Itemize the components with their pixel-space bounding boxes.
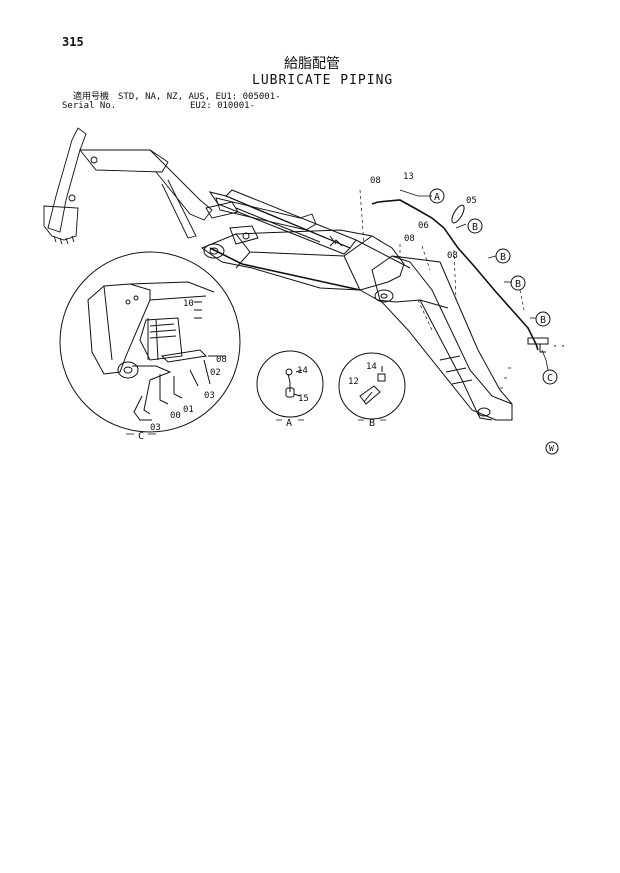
view-c-right: C [547, 373, 553, 384]
boom [200, 225, 449, 309]
leader-b2 [487, 255, 497, 259]
label-14-b: 14 [366, 362, 377, 372]
leader-c [541, 349, 549, 371]
mark-w: W [549, 444, 554, 453]
view-b3: B [515, 279, 521, 290]
label-13: 13 [403, 172, 414, 182]
view-b2: B [500, 252, 506, 263]
detail-c [59, 251, 241, 433]
reference-front-attachment [43, 127, 317, 245]
label-00: 00 [170, 411, 181, 421]
view-a-top: A [434, 192, 440, 203]
label-06: 06 [418, 221, 429, 231]
detail-a [256, 350, 324, 418]
callout-circle-b3 [510, 275, 526, 291]
view-c-label: C [138, 431, 144, 442]
callout-circle-a-top [429, 188, 445, 204]
callout-circles [429, 188, 559, 455]
title-japanese: 給脂配管 [284, 56, 340, 72]
label-08-top: 08 [370, 176, 381, 186]
arm-tick-marks [500, 367, 511, 389]
leader-a [399, 189, 432, 197]
title-english: LUBRICATE PIPING [252, 73, 394, 88]
view-b-label: B [369, 418, 375, 429]
label-01: 01 [183, 405, 194, 415]
arm [371, 255, 513, 421]
callout-circle-c [542, 369, 558, 385]
view-b4: B [540, 315, 546, 326]
label-10: 10 [183, 299, 194, 309]
callout-circle-b1 [467, 218, 483, 234]
callout-circle-b2 [495, 248, 511, 264]
label-03-a: 03 [204, 391, 215, 401]
callout-circle-b4 [535, 311, 551, 327]
page-number: 315 [62, 35, 84, 49]
arm-cylinder [208, 189, 411, 269]
label-12: 12 [348, 377, 359, 387]
arm-tip-fitting [527, 337, 566, 353]
label-08-detail: 08 [216, 355, 227, 365]
label-08-mid: 08 [404, 234, 415, 244]
label-03-b: 03 [150, 423, 161, 433]
part-labels: 08 13 05 06 08 08 10 08 02 03 01 00 03 1… [150, 172, 477, 433]
leader-lines [359, 189, 525, 331]
detail-b [338, 352, 406, 420]
label-14-a: 14 [297, 366, 308, 376]
serial-range-2: EU2: 010001- [190, 101, 256, 111]
view-letters: A B B B B C A B C W [138, 192, 554, 453]
fitting-05 [451, 204, 465, 224]
label-05: 05 [466, 196, 477, 206]
lube-hose-route [209, 199, 539, 351]
serial-range-1: STD, NA, NZ, AUS, EU1: 005001- [118, 92, 281, 102]
label-02: 02 [210, 368, 221, 378]
callout-circle-w [545, 441, 559, 455]
label-15: 15 [298, 394, 309, 404]
serial-label: Serial No. [62, 101, 117, 111]
view-a-label: A [286, 418, 292, 429]
view-label-dashes [126, 419, 386, 435]
label-08-right: 08 [447, 251, 458, 261]
applicability-label-jp: 適用号機 [73, 92, 110, 102]
leader-b1 [455, 223, 467, 229]
view-b1: B [472, 222, 478, 233]
